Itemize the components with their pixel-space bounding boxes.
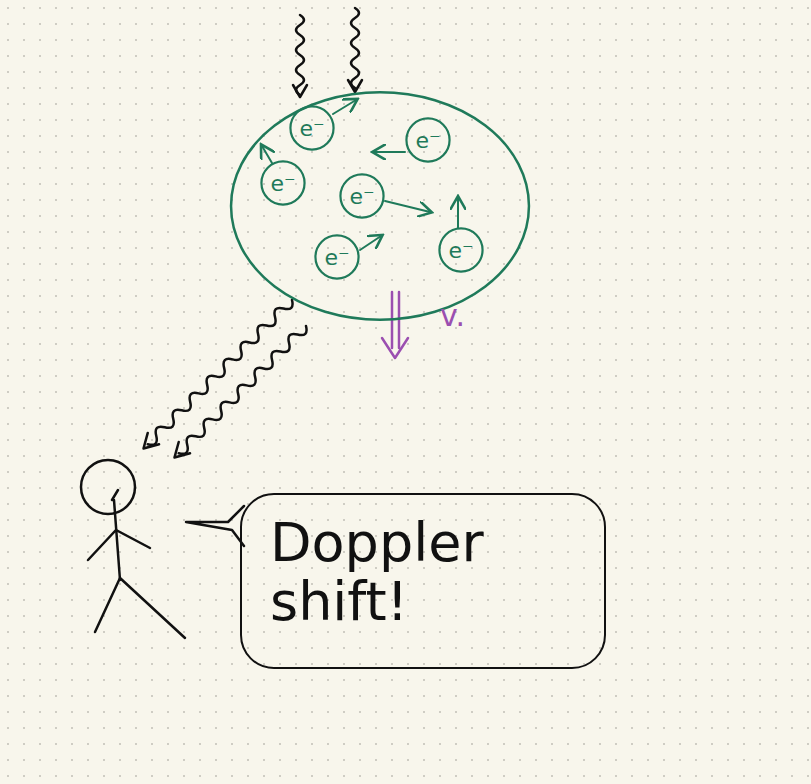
arms	[88, 530, 150, 560]
wave-head	[348, 80, 362, 92]
electron-label: e⁻	[315, 235, 359, 279]
wave-head	[169, 442, 190, 463]
scattered-wave	[169, 320, 312, 463]
velocity-label: v.	[440, 298, 465, 333]
motion-arrows	[262, 100, 458, 250]
electron-circle: e⁻	[315, 235, 359, 279]
outline-ellipse	[340, 174, 383, 217]
outline-ellipse	[231, 92, 529, 319]
motion-arrow	[385, 201, 430, 212]
wave-head	[293, 85, 307, 97]
velocity-head	[382, 338, 408, 358]
electron-label: e⁻	[261, 161, 305, 205]
electron-label: e⁻	[406, 118, 450, 162]
observer-figure	[81, 460, 185, 638]
wave-line	[296, 15, 304, 95]
incoming-wave	[293, 15, 307, 97]
wave-head	[138, 433, 159, 454]
outline-ellipse	[406, 118, 449, 161]
legs	[95, 578, 185, 638]
scattered-wave	[138, 294, 298, 454]
electron-circle: e⁻	[340, 174, 384, 218]
motion-arrow	[374, 151, 405, 153]
wave-line	[175, 322, 309, 456]
outline-ellipse	[290, 106, 333, 149]
motion-arrow	[457, 198, 459, 228]
wave-line	[144, 296, 295, 447]
electron-circle: e⁻	[261, 161, 305, 205]
body	[112, 490, 120, 580]
electron-circle: e⁻	[290, 106, 334, 150]
motion-arrow	[333, 100, 356, 114]
velocity-arrow	[382, 292, 408, 358]
outline-ellipse	[439, 228, 482, 271]
head	[81, 460, 135, 514]
plasma-cloud: e⁻e⁻e⁻e⁻e⁻e⁻	[228, 90, 532, 322]
electron-circle: e⁻	[439, 228, 483, 272]
motion-arrow	[360, 236, 381, 250]
outline-ellipse	[315, 235, 358, 278]
speech-text: Doppler shift!	[270, 513, 560, 632]
incoming-wave	[348, 8, 362, 92]
electron-circle: e⁻	[406, 118, 450, 162]
motion-arrow	[262, 146, 272, 163]
electron-label: e⁻	[290, 106, 334, 150]
outline-ellipse	[261, 161, 304, 204]
electron-label: e⁻	[340, 174, 384, 218]
bubble-tail	[186, 506, 244, 546]
electron-label: e⁻	[439, 228, 483, 272]
speech-bubble: Doppler shift!	[240, 493, 606, 669]
wave-line	[351, 8, 359, 88]
